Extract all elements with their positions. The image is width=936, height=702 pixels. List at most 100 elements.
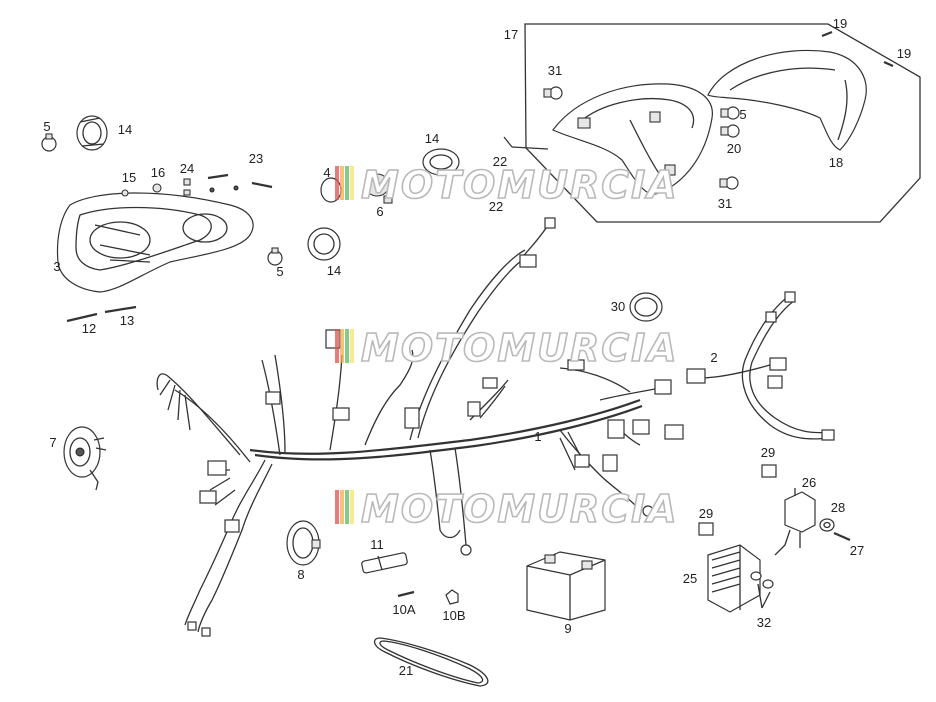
bulb-20 bbox=[720, 124, 740, 138]
bulb-5-headlight bbox=[41, 133, 57, 152]
headlight-assembly bbox=[56, 192, 254, 293]
sub-harness-2 bbox=[741, 291, 835, 441]
fuse-10a bbox=[397, 590, 415, 598]
watermark-stripe bbox=[345, 490, 349, 524]
tail-light-group-frame bbox=[524, 23, 921, 223]
callout-14: 14 bbox=[327, 263, 341, 278]
clip-29-lower bbox=[698, 522, 714, 536]
callout-24: 24 bbox=[180, 161, 194, 176]
screw-13 bbox=[104, 305, 137, 314]
clip-29-upper bbox=[761, 464, 777, 478]
watermark-stripe bbox=[350, 166, 354, 200]
callout-32: 32 bbox=[757, 615, 771, 630]
callout-21: 21 bbox=[399, 663, 413, 678]
callout-23: 23 bbox=[249, 151, 263, 166]
screw-23 bbox=[207, 173, 273, 193]
callout-6: 6 bbox=[376, 204, 383, 219]
watermark-stripes bbox=[335, 166, 354, 200]
callout-7: 7 bbox=[49, 435, 56, 450]
clamp-8 bbox=[286, 520, 321, 566]
callout-4: 4 bbox=[323, 165, 330, 180]
callout-31: 31 bbox=[548, 63, 562, 78]
callout-5: 5 bbox=[739, 107, 746, 122]
clamp-30 bbox=[629, 292, 663, 322]
main-wiring-harness bbox=[156, 224, 771, 633]
watermark-stripe bbox=[350, 490, 354, 524]
callout-26: 26 bbox=[802, 475, 816, 490]
screw-27 bbox=[833, 531, 851, 542]
watermark-stripes bbox=[335, 329, 354, 363]
bulb-31-bottom bbox=[719, 176, 739, 190]
watermark-stripe bbox=[340, 329, 344, 363]
callout-22: 22 bbox=[489, 199, 503, 214]
callout-10b: 10B bbox=[442, 608, 465, 623]
clip-22 bbox=[503, 136, 549, 150]
bulb-holder-14-top bbox=[76, 115, 108, 151]
watermark: MOTOMURCIA bbox=[335, 486, 679, 532]
fuse-holder-11 bbox=[361, 552, 408, 574]
watermark-stripe bbox=[335, 329, 339, 363]
callout-19: 19 bbox=[833, 16, 847, 31]
tail-light-housing bbox=[552, 83, 713, 196]
watermark-stripes bbox=[335, 490, 354, 524]
watermark-stripe bbox=[345, 166, 349, 200]
bulb-holder-14-middle bbox=[422, 148, 460, 176]
screw-19-top bbox=[821, 30, 833, 38]
screw-32 bbox=[750, 571, 774, 609]
callout-29: 29 bbox=[699, 506, 713, 521]
watermark-text: MOTOMURCIA bbox=[361, 326, 679, 370]
watermark-stripe bbox=[345, 329, 349, 363]
callout-11: 11 bbox=[370, 537, 384, 552]
watermark-stripe bbox=[340, 166, 344, 200]
screw-19-right bbox=[883, 60, 894, 68]
callout-30: 30 bbox=[611, 299, 625, 314]
harness-connectors bbox=[187, 217, 706, 637]
callout-25: 25 bbox=[683, 571, 697, 586]
callout-27: 27 bbox=[850, 543, 864, 558]
callout-2: 2 bbox=[710, 350, 717, 365]
bulb-holder-14-lower bbox=[307, 227, 341, 261]
callout-15: 15 bbox=[122, 170, 136, 185]
callout-8: 8 bbox=[297, 567, 304, 582]
callout-20: 20 bbox=[727, 141, 741, 156]
callout-19: 19 bbox=[897, 46, 911, 61]
bulb-5-tail bbox=[720, 106, 740, 120]
callout-9: 9 bbox=[564, 621, 571, 636]
watermark-stripe bbox=[335, 166, 339, 200]
callout-22: 22 bbox=[493, 154, 507, 169]
washer-28 bbox=[819, 518, 835, 532]
fuse-10b bbox=[445, 589, 459, 605]
watermark: MOTOMURCIA bbox=[335, 325, 679, 371]
callout-1: 1 bbox=[534, 429, 541, 444]
screw-12 bbox=[66, 312, 98, 323]
watermark-text: MOTOMURCIA bbox=[361, 487, 679, 531]
callout-28: 28 bbox=[831, 500, 845, 515]
callout-12: 12 bbox=[82, 321, 96, 336]
callout-17: 17 bbox=[504, 27, 518, 42]
watermark: MOTOMURCIA bbox=[335, 162, 679, 208]
bulb-5-lower bbox=[267, 247, 283, 266]
drive-belt-21 bbox=[373, 637, 489, 687]
callout-5: 5 bbox=[276, 264, 283, 279]
horn-7 bbox=[63, 426, 107, 491]
callout-14: 14 bbox=[118, 122, 132, 137]
socket-6 bbox=[364, 173, 393, 204]
relay-26 bbox=[774, 488, 816, 556]
callout-29: 29 bbox=[761, 445, 775, 460]
battery-9 bbox=[526, 551, 606, 621]
tail-light-lens bbox=[707, 49, 867, 151]
watermark-stripe bbox=[340, 490, 344, 524]
callout-31: 31 bbox=[718, 196, 732, 211]
callout-3: 3 bbox=[53, 259, 60, 274]
callout-18: 18 bbox=[829, 155, 843, 170]
watermark-text: MOTOMURCIA bbox=[361, 163, 679, 207]
watermark-stripe bbox=[350, 329, 354, 363]
callout-10a: 10A bbox=[392, 602, 415, 617]
bulb-31-top bbox=[543, 86, 563, 100]
nut-15 bbox=[121, 189, 129, 197]
watermark-stripe bbox=[335, 490, 339, 524]
callout-14: 14 bbox=[425, 131, 439, 146]
callout-16: 16 bbox=[151, 165, 165, 180]
